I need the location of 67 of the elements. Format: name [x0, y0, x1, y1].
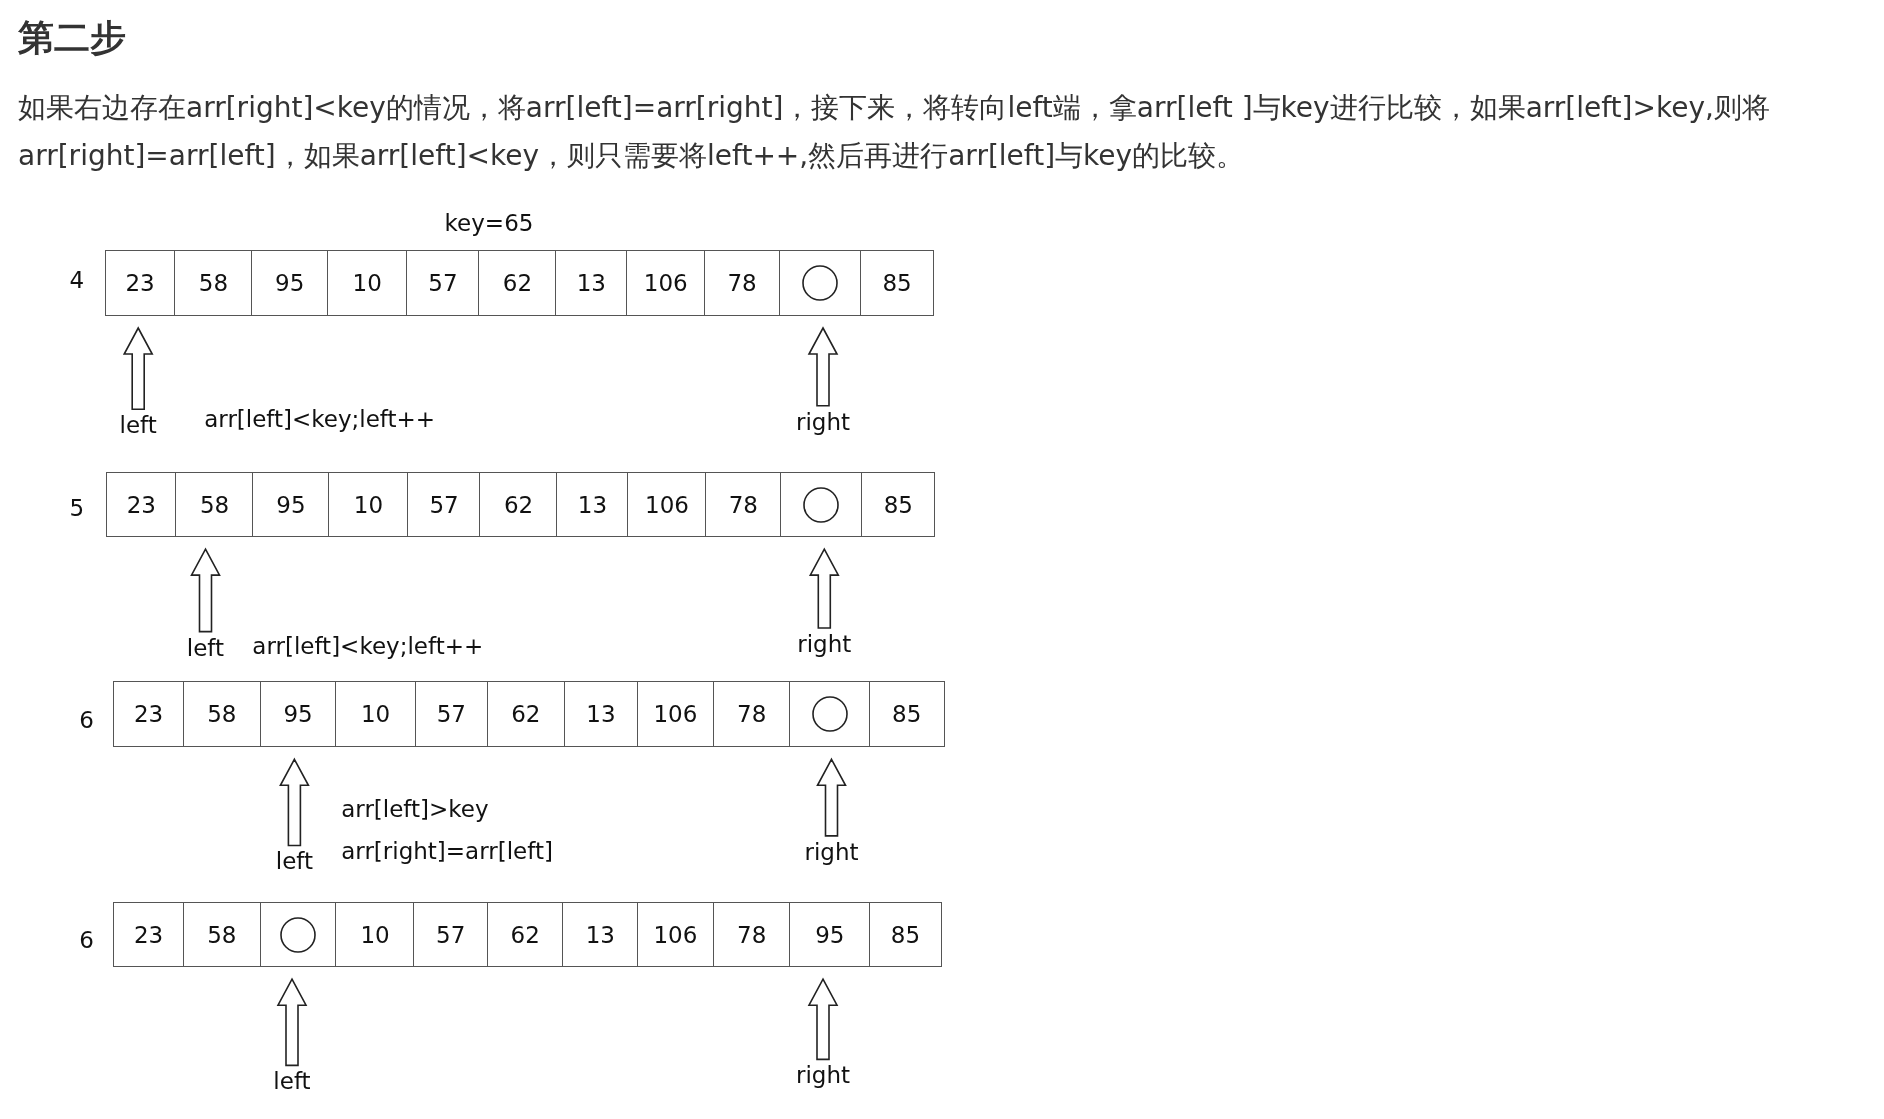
- block-arrow: [279, 757, 310, 847]
- array-cell: 78: [712, 681, 791, 748]
- row-number: 4: [69, 266, 85, 293]
- block-arrow: [807, 977, 839, 1061]
- array-cell: 106: [636, 681, 714, 748]
- annotation: arr[left]<key;left++: [252, 633, 484, 660]
- array-cell: 23: [104, 249, 176, 316]
- array-cell: 85: [860, 249, 934, 316]
- array-cell: 62: [478, 249, 557, 316]
- paragraph: 如果右边存在arr[right]<key的情况，将arr[left]=arr[right]，接下来，将转向left端，拿arr[left ]与key进行比较，如果arr[left]>key,则将arr[right]=arr[left]，如果arr[left]<key，则只需要将left++,然后再进行arr[left]与key的比较。: [18, 90, 1771, 174]
- block-arrow: [816, 757, 847, 837]
- pointer-label: right: [797, 631, 852, 657]
- array-cell: 13: [555, 249, 628, 316]
- array-cell: 62: [479, 472, 558, 538]
- array-cell: 13: [562, 902, 639, 968]
- pointer-label: right: [796, 1062, 851, 1089]
- block-arrow: [190, 547, 221, 633]
- heading: 第二步: [18, 16, 126, 60]
- array-cell: 106: [626, 249, 706, 316]
- array-cell: 78: [705, 472, 782, 538]
- array-cell: 23: [112, 681, 185, 748]
- pointer-label: left: [275, 848, 313, 875]
- pointer-label: left: [273, 1068, 311, 1095]
- block-arrow: [807, 326, 839, 407]
- array-cell: 57: [414, 681, 489, 748]
- pointer-label: right: [804, 838, 859, 865]
- row-number: 5: [69, 495, 85, 522]
- array-cell: 106: [636, 902, 714, 968]
- array-cell: 85: [868, 681, 945, 748]
- array-cell: 58: [174, 249, 253, 316]
- array-cell: 78: [704, 249, 781, 316]
- array-cell: 95: [251, 249, 329, 316]
- pointer-label: right: [796, 408, 851, 435]
- pointer-label: left: [119, 412, 157, 439]
- array-cell: 10: [335, 902, 415, 968]
- array-cell: 13: [563, 681, 639, 748]
- array-cell: 23: [105, 472, 177, 538]
- pointer-label: left: [186, 634, 225, 661]
- annotation: arr[left]>key: [341, 795, 489, 822]
- array-cell: 58: [182, 902, 261, 968]
- array-cell: 57: [407, 472, 481, 538]
- array-cell: 13: [556, 472, 629, 538]
- array-cell: 57: [413, 902, 489, 968]
- array-cell: 85: [868, 902, 943, 968]
- block-arrow: [808, 547, 840, 629]
- array-cell: 95: [259, 681, 337, 748]
- key-label: key=65: [444, 210, 534, 237]
- array-cell: 10: [335, 681, 416, 748]
- block-arrow: [122, 326, 154, 411]
- annotation: arr[left]<key;left++: [204, 406, 436, 433]
- array-cell: 95: [252, 472, 330, 538]
- row-number: 6: [79, 926, 94, 953]
- array-cell: 23: [112, 902, 185, 968]
- array-cell: 78: [712, 902, 791, 968]
- array-cell: 57: [406, 249, 480, 316]
- array-cell: 85: [861, 472, 936, 538]
- block-arrow: [276, 977, 308, 1067]
- annotation: arr[right]=arr[left]: [341, 837, 553, 864]
- row-number: 6: [79, 706, 94, 733]
- array-cell: 58: [182, 681, 261, 748]
- array-cell: 10: [326, 249, 408, 316]
- array-cell: 62: [486, 902, 564, 968]
- array-cell: 95: [789, 902, 871, 968]
- array-cell: 106: [627, 472, 707, 538]
- array-cell: 62: [486, 681, 565, 748]
- array-cell: 58: [175, 472, 254, 538]
- array-cell: 10: [328, 472, 409, 538]
